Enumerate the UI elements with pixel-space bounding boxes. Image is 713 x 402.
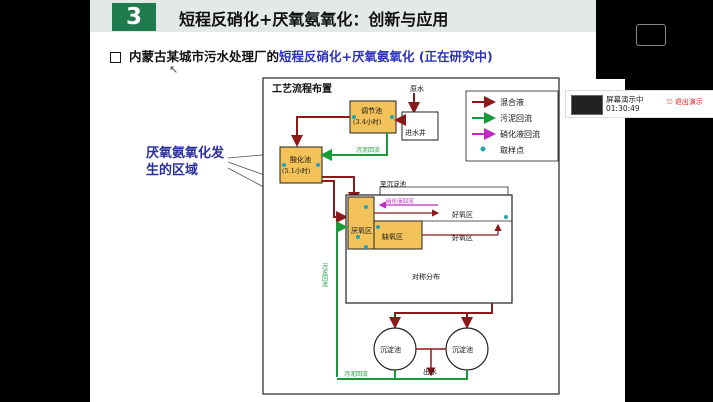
sample-point — [364, 245, 368, 249]
symmetric-label: 对称分布 — [412, 272, 440, 281]
flow-arrow — [322, 176, 360, 204]
square-bullet-icon — [110, 52, 121, 63]
legend-sample-swatch — [480, 146, 486, 152]
nitrate-return-label: 硝化液回流 — [386, 197, 414, 205]
letterbox-left — [0, 0, 90, 402]
sample-point — [356, 235, 360, 239]
adjust-tank — [349, 100, 397, 134]
bullet-line: 内蒙古某城市污水处理厂的短程反硝化+厌氧氨氧化 (正在研究中) — [110, 46, 493, 65]
acid-tank — [279, 146, 323, 184]
letterbox-right — [625, 0, 713, 402]
exit-presentation-button[interactable]: ⎋ 退出演示 — [667, 98, 703, 106]
mouse-cursor-icon: ↖ — [169, 63, 179, 76]
screen-thumbnail-icon — [571, 95, 603, 115]
sediment-tank-2-label: 沉淀池 — [452, 345, 473, 354]
diagram-title: 工艺流程布置 — [272, 82, 332, 95]
acid-tank-label: 酸化池 — [290, 155, 311, 164]
legend-nitrified-label: 硝化液回流 — [500, 129, 540, 139]
legend-mixed-label: 混合液 — [500, 97, 524, 107]
sludge-bottom-connector — [394, 370, 468, 380]
flow-arrow — [322, 180, 348, 223]
notification-title: 屏幕演示中 — [606, 95, 644, 104]
adjust-tank-label: 调节池 — [361, 106, 382, 115]
sample-point — [316, 163, 320, 167]
letterbox-right-strip — [596, 0, 625, 79]
sample-point — [352, 115, 356, 119]
flow-arrow — [291, 116, 350, 147]
sludge-return-left-label: 污泥回流 — [321, 262, 328, 288]
clarifier-label: 至沉淀池 — [380, 179, 407, 188]
effluent-label: 出水 — [423, 367, 437, 376]
notification-time: 01:30:49 — [606, 104, 640, 113]
sample-point — [390, 115, 394, 119]
legend-sludge-label: 污泥回流 — [500, 113, 532, 123]
sample-point — [282, 163, 286, 167]
sample-point — [376, 225, 380, 229]
acid-tank-time: (5.1小时) — [282, 166, 311, 175]
header-bar — [90, 0, 596, 32]
process-flow-diagram: 工艺流程布置 原水 进水井 调节池 (3.4小时) 酸化池 (5.1小时) 污泥… — [262, 77, 560, 395]
bioreactor-top — [379, 186, 509, 195]
inlet-well-label: 进水井 — [405, 128, 426, 137]
sludge-return-top-label: 污泥回流 — [356, 146, 380, 154]
inlet-well — [401, 111, 439, 141]
sample-point — [364, 205, 368, 209]
anaerobic-zone — [347, 196, 375, 250]
bullet-highlight: 短程反硝化+厌氧氨氧化 (正在研究中) — [279, 49, 493, 64]
slide-title: 短程反硝化+厌氧氨氧化：创新与应用 — [179, 10, 449, 29]
screen-share-icon[interactable] — [636, 24, 666, 46]
sludge-return-top — [320, 133, 388, 161]
bullet-prefix: 内蒙古某城市污水处理厂的 — [129, 49, 280, 64]
flow-arrow — [461, 312, 492, 329]
exit-presentation-label: 退出演示 — [674, 98, 703, 106]
sludge-return-left — [336, 221, 348, 377]
sludge-return-bottom-label: 污泥回流 — [344, 370, 368, 378]
slide-number: 3 — [112, 3, 156, 31]
legend-sample-label: 取样点 — [500, 145, 524, 155]
flow-arrow — [389, 303, 493, 329]
aerobic-label-2: 好氧区 — [452, 233, 473, 242]
side-label: 厌氧氨氧化发生的区域 — [146, 146, 225, 178]
sample-point — [504, 215, 508, 219]
adjust-tank-time: (3.4小时) — [353, 117, 382, 126]
aerobic-label-1: 好氧区 — [452, 210, 473, 219]
anaerobic-label: 厌氧区 — [351, 226, 372, 235]
raw-water-label: 原水 — [410, 84, 424, 93]
anoxic-zone — [373, 220, 423, 250]
anoxic-label: 缺氧区 — [382, 232, 403, 241]
sediment-tank-1-label: 沉淀池 — [380, 345, 401, 354]
screen-share-notification: 屏幕演示中 01:30:49 ⎋ 退出演示 — [565, 90, 713, 118]
